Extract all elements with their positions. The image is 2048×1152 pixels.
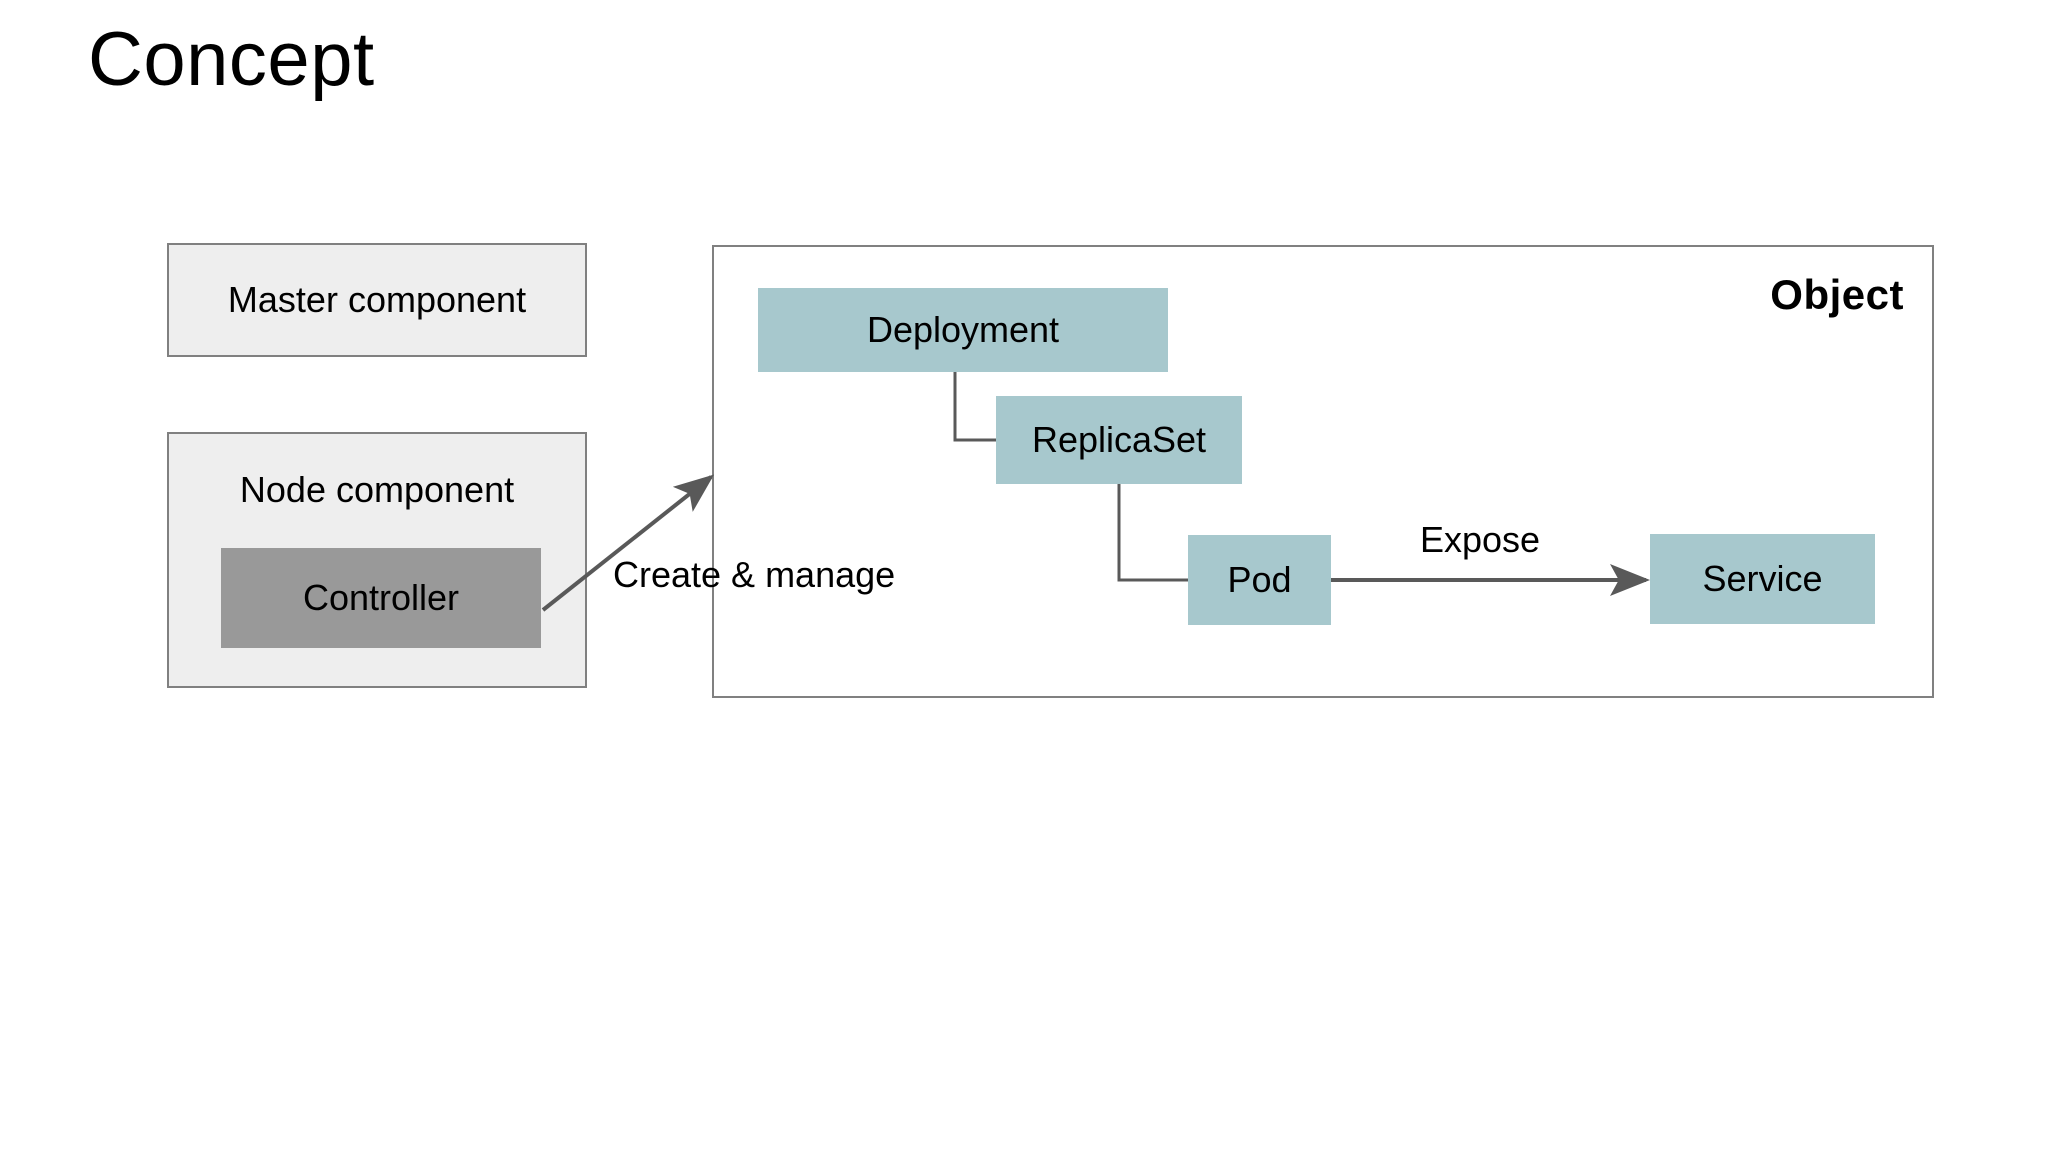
pod-box[interactable]: Pod bbox=[1188, 535, 1331, 625]
node-component-label: Node component bbox=[239, 469, 515, 510]
pod-label: Pod bbox=[1227, 559, 1292, 600]
deployment-box[interactable]: Deployment bbox=[758, 288, 1168, 372]
object-panel-title: Object bbox=[1770, 271, 1904, 318]
replicaset-box[interactable]: ReplicaSet bbox=[996, 396, 1242, 484]
master-component-group[interactable]: Master component bbox=[167, 243, 587, 357]
edge-label-expose: Expose bbox=[1420, 519, 1541, 560]
edge-label-create-manage: Create & manage bbox=[613, 554, 896, 595]
replicaset-label: ReplicaSet bbox=[1031, 419, 1207, 460]
page-title: Concept bbox=[88, 17, 375, 102]
deployment-label: Deployment bbox=[866, 309, 1060, 350]
master-component-label: Master component bbox=[227, 279, 527, 320]
controller-label: Controller bbox=[302, 577, 460, 618]
service-box[interactable]: Service bbox=[1650, 534, 1875, 624]
service-label: Service bbox=[1702, 558, 1823, 599]
controller-box[interactable]: Controller bbox=[221, 548, 541, 648]
